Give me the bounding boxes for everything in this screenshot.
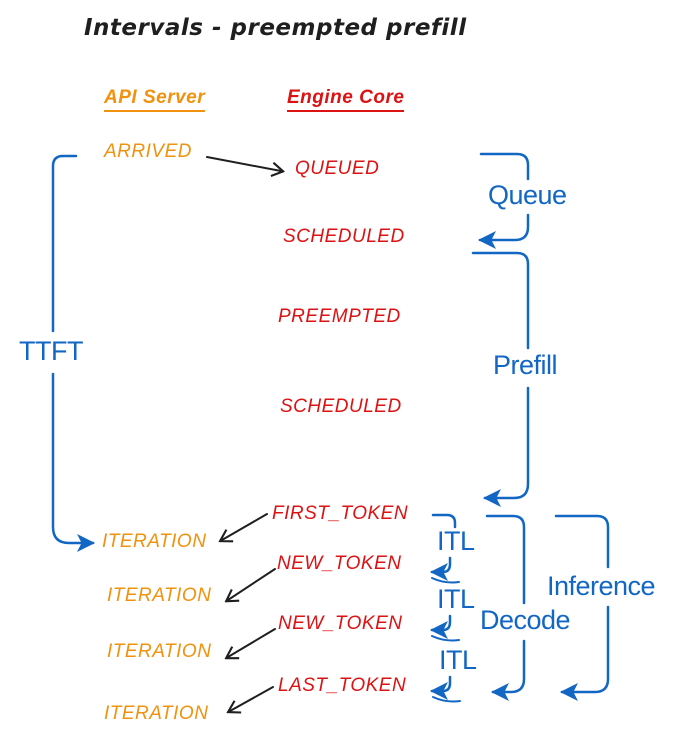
itl3-hook-tail <box>432 696 461 703</box>
interval-label-inference: Inference <box>547 571 656 601</box>
event-scheduled-2: SCHEDULED <box>280 396 402 417</box>
event-new-token-1: NEW_TOKEN <box>277 553 402 574</box>
inference-bracket-top <box>554 514 610 569</box>
event-scheduled-1: SCHEDULED <box>283 226 405 247</box>
arrow-new-token1-to-iteration <box>228 568 276 600</box>
interval-label-decode: Decode <box>480 605 571 635</box>
itl2-hook-arrow <box>430 614 452 639</box>
itl3-hook-arrow <box>430 675 452 700</box>
column-header-api-server: API Server <box>104 87 206 112</box>
event-last-token: LAST_TOKEN <box>278 675 407 696</box>
itl1-hook-tail <box>431 577 460 584</box>
itl1-bracket-corner <box>431 513 457 529</box>
decode-bracket-top <box>485 514 526 605</box>
queue-bracket-top <box>479 152 530 181</box>
event-new-token-2: NEW_TOKEN <box>278 613 403 634</box>
event-preempted: PREEMPTED <box>278 306 401 327</box>
event-iteration-1: ITERATION <box>102 531 207 552</box>
interval-label-queue: Queue <box>488 180 567 210</box>
event-iteration-4: ITERATION <box>104 703 209 724</box>
arrow-new-token2-to-iteration <box>228 628 276 657</box>
event-first-token: FIRST_TOKEN <box>272 503 409 524</box>
queue-bracket-arrow <box>478 213 530 249</box>
page-title: Intervals - preempted prefill <box>84 15 467 41</box>
ttft-bracket-top <box>51 154 78 333</box>
ttft-bracket-arrow <box>51 372 95 552</box>
prefill-bracket-top <box>471 251 530 350</box>
itl2-hook-tail <box>431 635 460 642</box>
inference-bracket-arrow <box>560 605 610 701</box>
arrow-first-token-to-iteration <box>222 513 268 540</box>
arrow-arrived-to-queued <box>206 156 281 171</box>
itl1-hook-arrow <box>430 556 452 581</box>
arrow-last-token-to-iteration <box>230 686 274 711</box>
interval-label-itl-1: ITL <box>437 526 475 556</box>
interval-label-ttft: TTFT <box>19 336 83 366</box>
column-header-engine-core: Engine Core <box>287 87 405 112</box>
event-iteration-2: ITERATION <box>107 585 212 606</box>
event-arrived: ARRIVED <box>104 141 192 162</box>
interval-label-prefill: Prefill <box>493 350 558 380</box>
event-iteration-3: ITERATION <box>107 641 212 662</box>
event-queued: QUEUED <box>295 158 380 179</box>
interval-label-itl-3: ITL <box>439 645 477 675</box>
prefill-bracket-arrow <box>483 386 530 507</box>
decode-bracket-arrow <box>491 639 526 701</box>
interval-label-itl-2: ITL <box>437 584 475 614</box>
